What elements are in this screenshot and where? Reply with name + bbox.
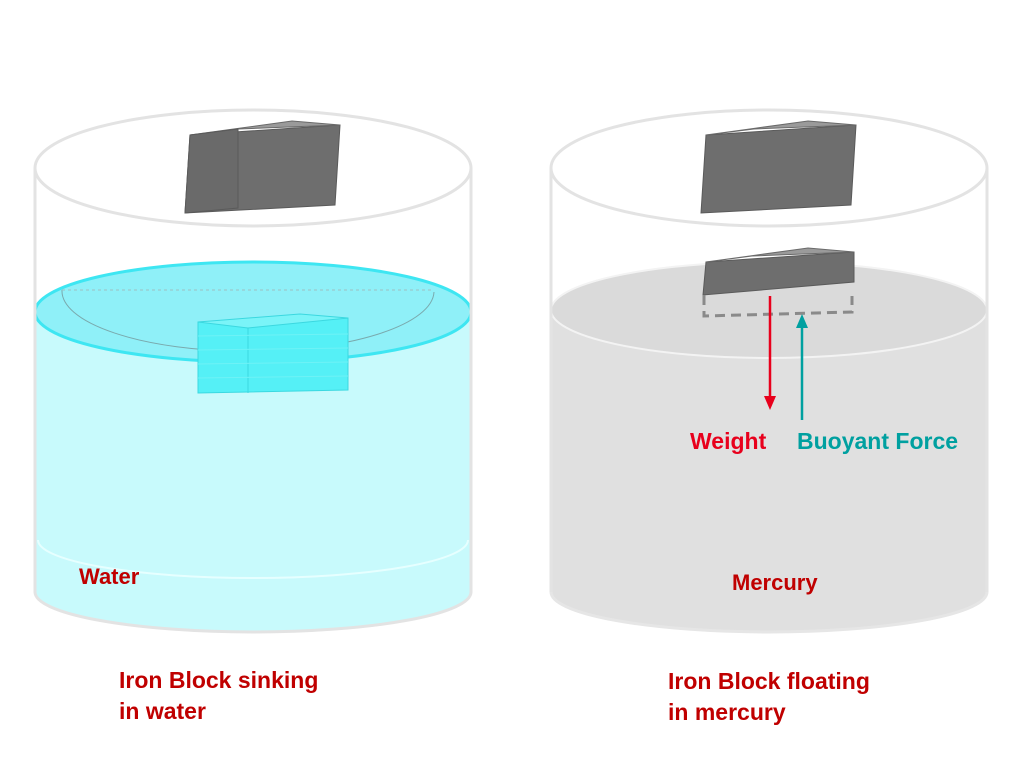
left-caption-line2: in water — [119, 698, 206, 724]
water-container — [33, 108, 473, 634]
iron-block-right-above — [700, 120, 857, 214]
submerged-outline — [702, 295, 854, 318]
mercury-container — [549, 108, 989, 634]
water-label: Water — [79, 564, 140, 589]
water-body — [35, 312, 471, 632]
right-caption-line1: Iron Block floating — [668, 668, 870, 694]
weight-label: Weight — [690, 428, 767, 454]
iron-block-left — [184, 120, 341, 214]
buoyant-force-label: Buoyant Force — [797, 428, 958, 454]
right-caption-line2: in mercury — [668, 699, 786, 725]
weight-arrow — [764, 296, 776, 410]
water-bottom-inner-edge — [37, 539, 469, 579]
left-caption-line1: Iron Block sinking — [119, 667, 318, 693]
submerged-iron-block — [197, 313, 349, 394]
left-cylinder-base — [33, 591, 473, 634]
mercury-label: Mercury — [732, 570, 818, 595]
mercury-body — [551, 310, 987, 632]
floating-iron-block — [702, 247, 855, 318]
buoyant-force-arrow — [796, 314, 808, 420]
